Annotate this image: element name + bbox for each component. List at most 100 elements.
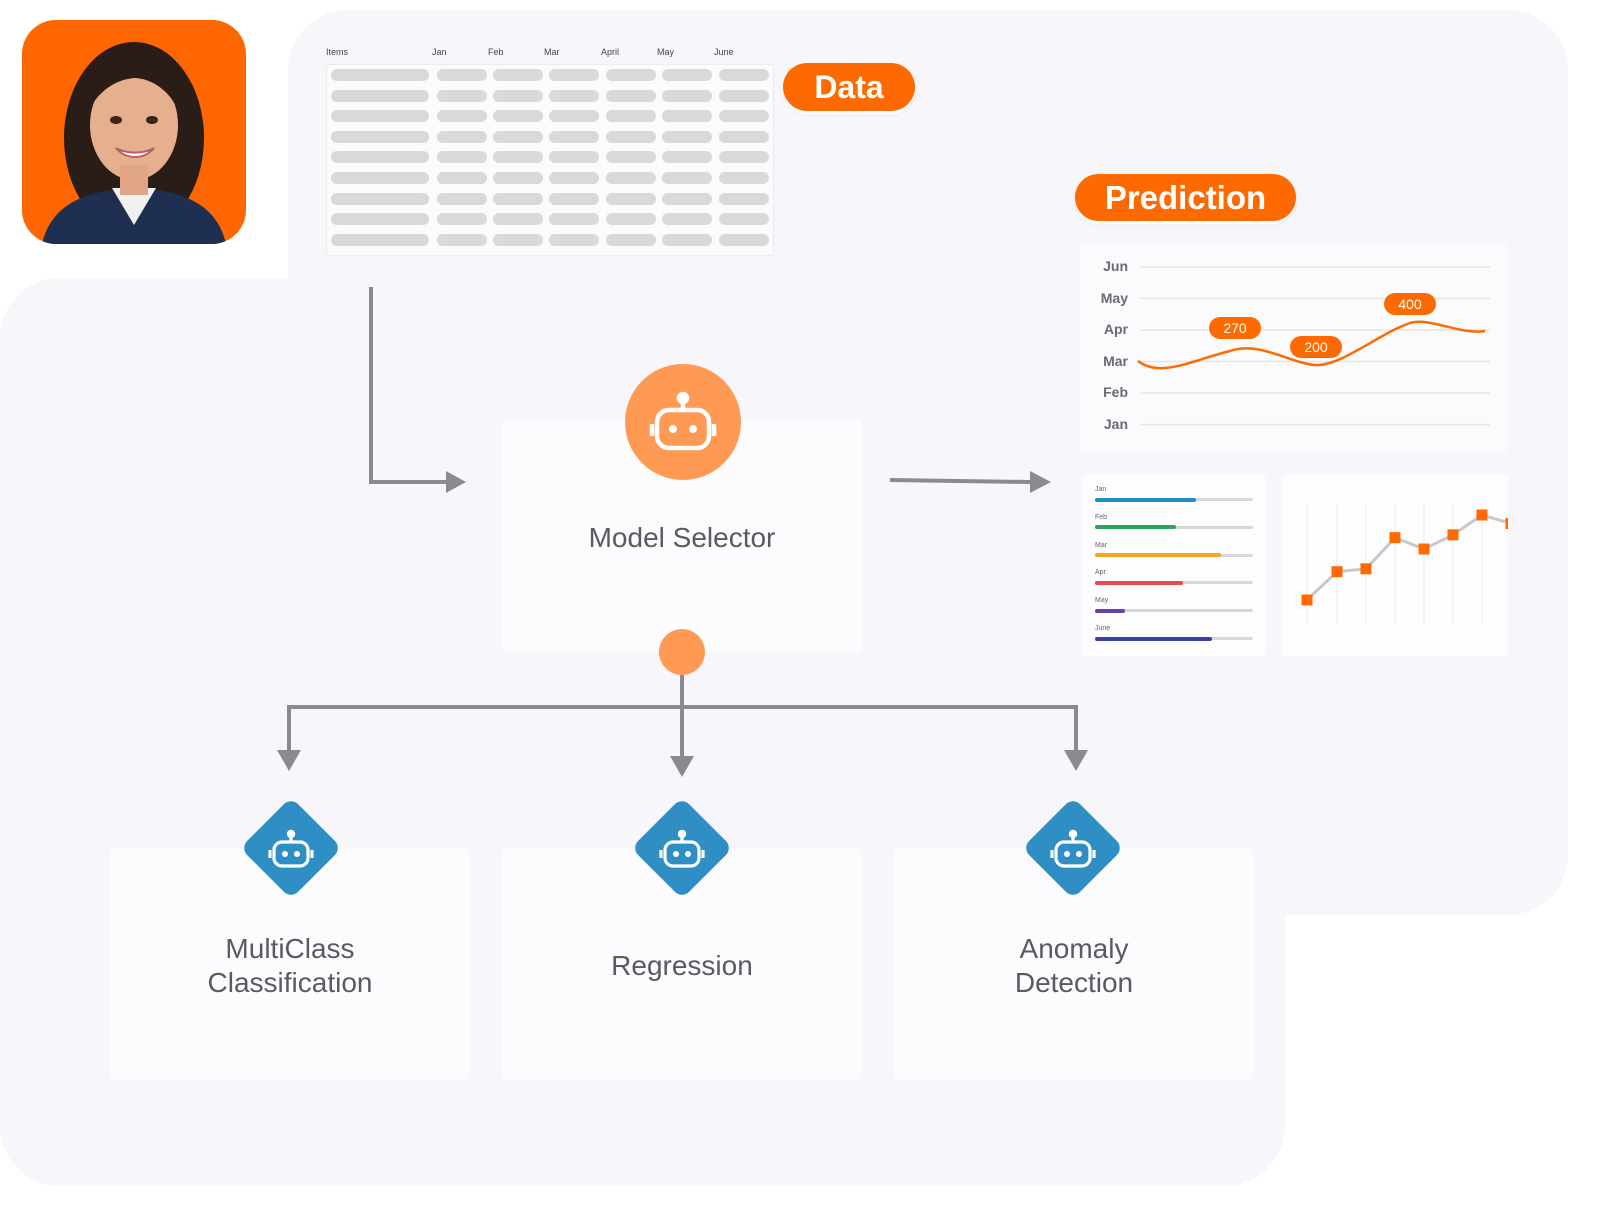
table-cell (549, 213, 599, 226)
table-cell (606, 130, 656, 143)
multiclass-label-line2: Classification (207, 967, 373, 998)
value-label: 400 (1384, 293, 1436, 315)
table-cell (719, 192, 769, 205)
bar-category-label: Feb (1095, 513, 1108, 521)
trend-line-chart (1282, 474, 1508, 656)
anomaly-label-line1: Anomaly (1019, 933, 1129, 964)
table-cell (437, 89, 487, 102)
y-axis-label: May (1100, 289, 1128, 306)
table-cell (549, 233, 599, 246)
table-cell (662, 192, 712, 205)
robot-icon (659, 829, 705, 868)
bar-category-label: May (1095, 597, 1109, 605)
table-cell (719, 233, 769, 246)
table-cell (606, 213, 656, 226)
table-cell (493, 151, 543, 164)
data-point (1476, 509, 1488, 521)
bar (1095, 608, 1126, 613)
bar-category-label: Mar (1095, 541, 1108, 549)
data-point (1418, 543, 1430, 555)
bar (1095, 497, 1197, 502)
y-axis-label: Mar (1103, 352, 1128, 369)
bar (1095, 553, 1222, 558)
value-label: 200 (1290, 336, 1342, 358)
bar (1095, 636, 1212, 641)
table-cell (549, 130, 599, 143)
table-cell (549, 110, 599, 123)
table-cell (331, 172, 429, 184)
value-label: 270 (1209, 317, 1261, 339)
table-cell (493, 110, 543, 123)
table-cell (719, 110, 769, 123)
table-cell (493, 233, 543, 246)
table-cell (606, 233, 656, 246)
table-cell (606, 172, 656, 184)
table-cell (662, 233, 712, 246)
prediction-line (1137, 320, 1486, 370)
multiclass-label-line1: MultiClass (225, 933, 355, 964)
table-cell (606, 89, 656, 102)
data-point (1331, 566, 1343, 578)
table-cell (437, 151, 487, 164)
table-cell (549, 172, 599, 184)
junction-dot (659, 629, 705, 675)
table-body (326, 64, 774, 256)
regression-label-line1: Regression (611, 950, 753, 981)
table-cell (549, 89, 599, 102)
table-cell (437, 130, 487, 143)
model-selector-label: Model Selector (588, 522, 776, 553)
table-cell (549, 69, 599, 81)
data-point (1505, 518, 1508, 529)
y-axis-label: Jun (1103, 258, 1128, 274)
avatar (22, 20, 246, 244)
table-cell (331, 110, 429, 123)
table-header-feb: Feb (488, 47, 504, 57)
table-cell (719, 213, 769, 226)
table-cell (493, 130, 543, 143)
table-cell (331, 130, 429, 143)
table-cell (662, 110, 712, 123)
table-cell (493, 89, 543, 102)
table-cell (719, 89, 769, 102)
table-header-may: May (657, 47, 675, 57)
anomaly-label-line2: Detection (1014, 967, 1134, 998)
table-cell (606, 110, 656, 123)
y-axis-label: Apr (1103, 321, 1128, 337)
data-point (1301, 594, 1313, 606)
robot-icon (649, 391, 717, 451)
y-axis-label: Jan (1103, 415, 1128, 432)
bar-category-label: Jan (1095, 486, 1107, 493)
table-header-june: June (714, 47, 734, 57)
bar-track (1095, 609, 1253, 613)
table-cell (719, 172, 769, 184)
table-cell (662, 69, 712, 81)
table-cell (331, 151, 429, 164)
data-point (1360, 563, 1372, 575)
robot-icon (268, 829, 314, 868)
data-table: Items Jan Feb Mar April May June (322, 40, 774, 256)
table-cell (331, 213, 429, 226)
robot-icon (1050, 829, 1096, 868)
y-axis-label: Feb (1103, 384, 1128, 400)
data-point (1447, 529, 1459, 541)
table-cell (331, 69, 429, 81)
table-cell (437, 172, 487, 184)
table-cell (662, 213, 712, 226)
table-cell (493, 213, 543, 226)
table-cell (437, 192, 487, 205)
table-cell (606, 69, 656, 81)
regression-label: Regression (502, 949, 862, 983)
table-header-jan: Jan (432, 47, 447, 57)
table-cell (437, 69, 487, 81)
table-header-april: April (601, 47, 620, 57)
bar-category-label: Apr (1095, 569, 1106, 577)
table-cell (549, 192, 599, 205)
table-cell (331, 192, 429, 205)
table-cell (493, 69, 543, 81)
data-point (1389, 532, 1401, 544)
table-cell (662, 151, 712, 164)
table-cell (549, 151, 599, 164)
